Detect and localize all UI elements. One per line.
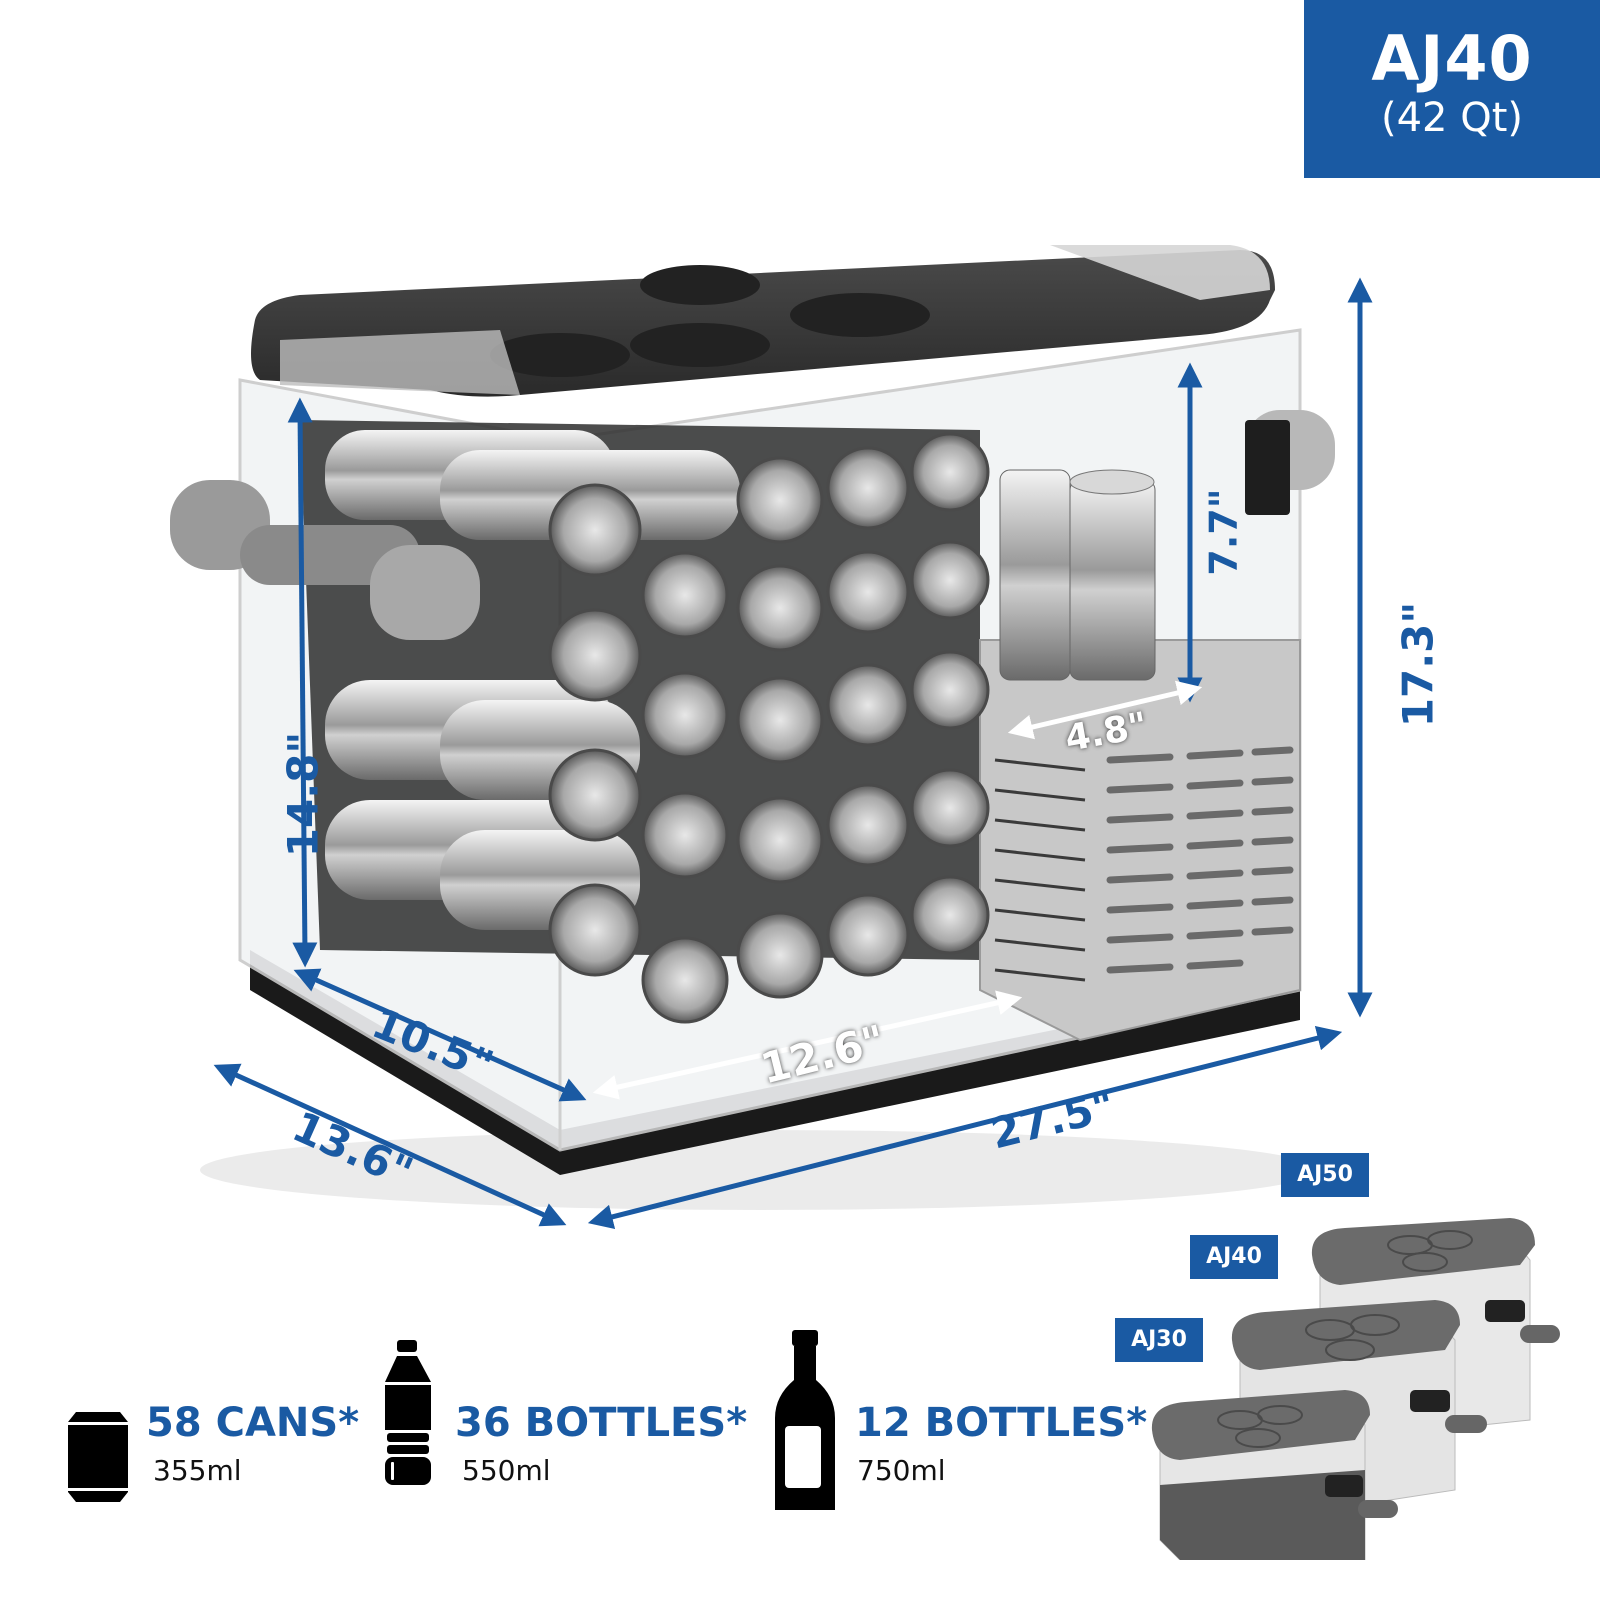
capacity-cans: 58 CANS* 355ml xyxy=(68,1390,368,1510)
dimension-interior-height: 14.8" xyxy=(278,731,328,858)
dimension-step-height: 7.7" xyxy=(1201,488,1246,576)
wine-bottle-icon xyxy=(775,1330,835,1510)
model-name: AJ40 xyxy=(1371,22,1533,95)
capacity-wine-bottles: 12 BOTTLES* 750ml xyxy=(775,1330,1147,1510)
capacity-cans-title: 58 CANS* xyxy=(146,1400,360,1446)
dimension-height-total: 17.3" xyxy=(1393,601,1443,728)
model-badge: AJ40 (42 Qt) xyxy=(1304,0,1600,178)
capacity-cans-volume: 355ml xyxy=(153,1454,242,1487)
lineup-badge-aj30: AJ30 xyxy=(1115,1318,1203,1362)
model-capacity: (42 Qt) xyxy=(1381,95,1523,141)
model-lineup-illustration xyxy=(1151,1218,1560,1560)
fridge-illustration xyxy=(170,245,1373,1230)
lineup-badge-aj50: AJ50 xyxy=(1281,1153,1369,1197)
can-icon xyxy=(68,1412,128,1502)
capacity-water-bottles-volume: 550ml xyxy=(462,1454,551,1487)
water-bottle-icon xyxy=(385,1340,431,1485)
capacity-water-bottles-title: 36 BOTTLES* xyxy=(455,1400,748,1446)
capacity-water-bottles: 36 BOTTLES* 550ml xyxy=(385,1340,748,1510)
capacity-wine-bottles-volume: 750ml xyxy=(857,1454,946,1487)
lineup-badge-aj40: AJ40 xyxy=(1190,1235,1278,1279)
capacity-wine-bottles-title: 12 BOTTLES* xyxy=(855,1400,1148,1446)
